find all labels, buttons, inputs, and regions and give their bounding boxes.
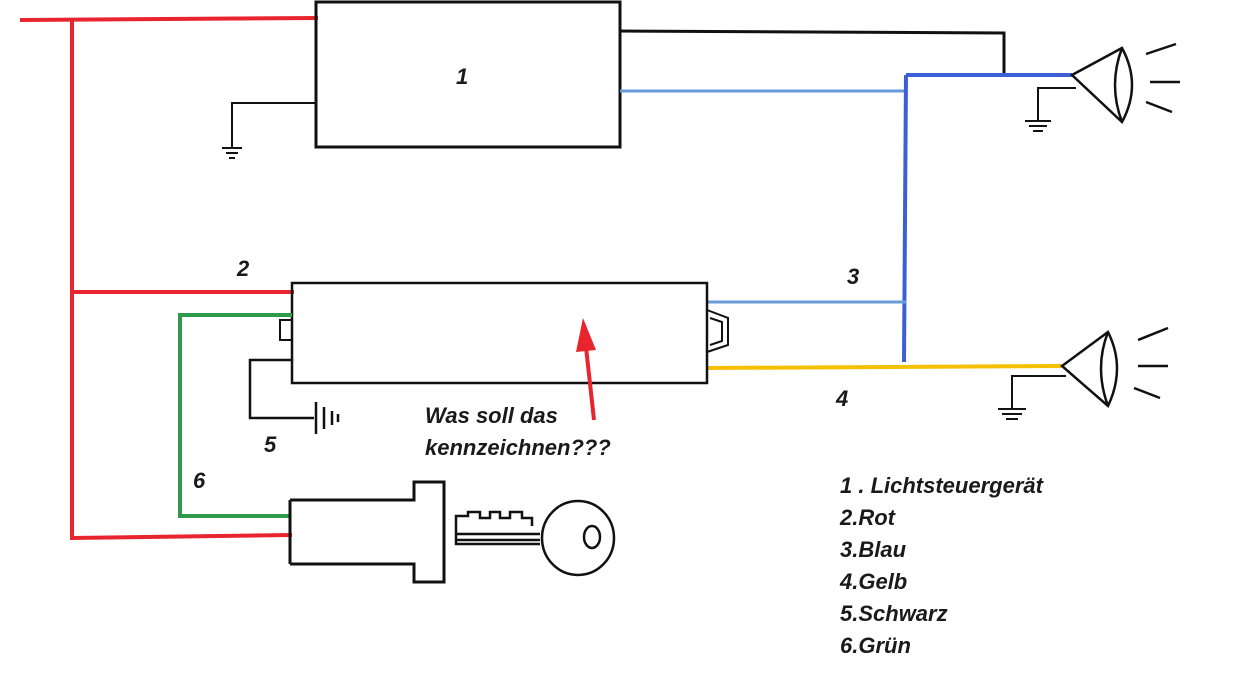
label-wire-2: 2	[237, 256, 250, 281]
light-control-unit-box	[314, 0, 622, 149]
legend-item: 5.Schwarz	[840, 601, 948, 626]
green-wire	[178, 313, 292, 518]
legend-item: 4.Gelb	[840, 569, 908, 594]
ground-symbol-upper-lamp	[1025, 87, 1076, 132]
label-wire-6: 6	[193, 468, 206, 493]
legend-item: 1 . Lichtsteuergerät	[840, 473, 1043, 498]
label-wire-4: 4	[836, 386, 849, 411]
headlamp-lower-icon	[1060, 326, 1169, 409]
ignition-switch-icon	[288, 480, 446, 584]
legend: 1 . Lichtsteuergerät 2.Rot 3.Blau 4.Gelb…	[840, 470, 1043, 662]
label-wire-3: 3	[847, 264, 860, 289]
red-wire-top	[19, 15, 319, 23]
black-wire-unit1-lamp	[619, 29, 1006, 75]
headlamp-upper-icon	[1069, 42, 1180, 125]
key-icon	[454, 499, 616, 577]
red-arrow	[576, 318, 596, 421]
blue-wires	[902, 73, 1072, 363]
question-text-line-2: kennzeichnen???	[425, 435, 611, 460]
legend-item: 2.Rot	[840, 505, 895, 530]
ground-symbol-unit-1	[222, 102, 316, 159]
label-wire-5: 5	[264, 432, 277, 457]
legend-item: 6.Grün	[840, 633, 911, 658]
legend-item: 3.Blau	[840, 537, 907, 562]
question-text-line-1: Was soll das	[425, 403, 558, 428]
module-left-connector	[279, 319, 292, 341]
black-wire-ground-5	[248, 358, 340, 434]
red-wires	[19, 15, 319, 541]
module-right-connector	[706, 309, 729, 353]
ground-symbol-lower-lamp	[998, 375, 1066, 420]
label-unit-1: 1	[456, 64, 469, 89]
yellow-wire	[706, 364, 1063, 370]
red-wire-to-ignition	[69, 532, 293, 541]
module-box	[290, 281, 709, 385]
